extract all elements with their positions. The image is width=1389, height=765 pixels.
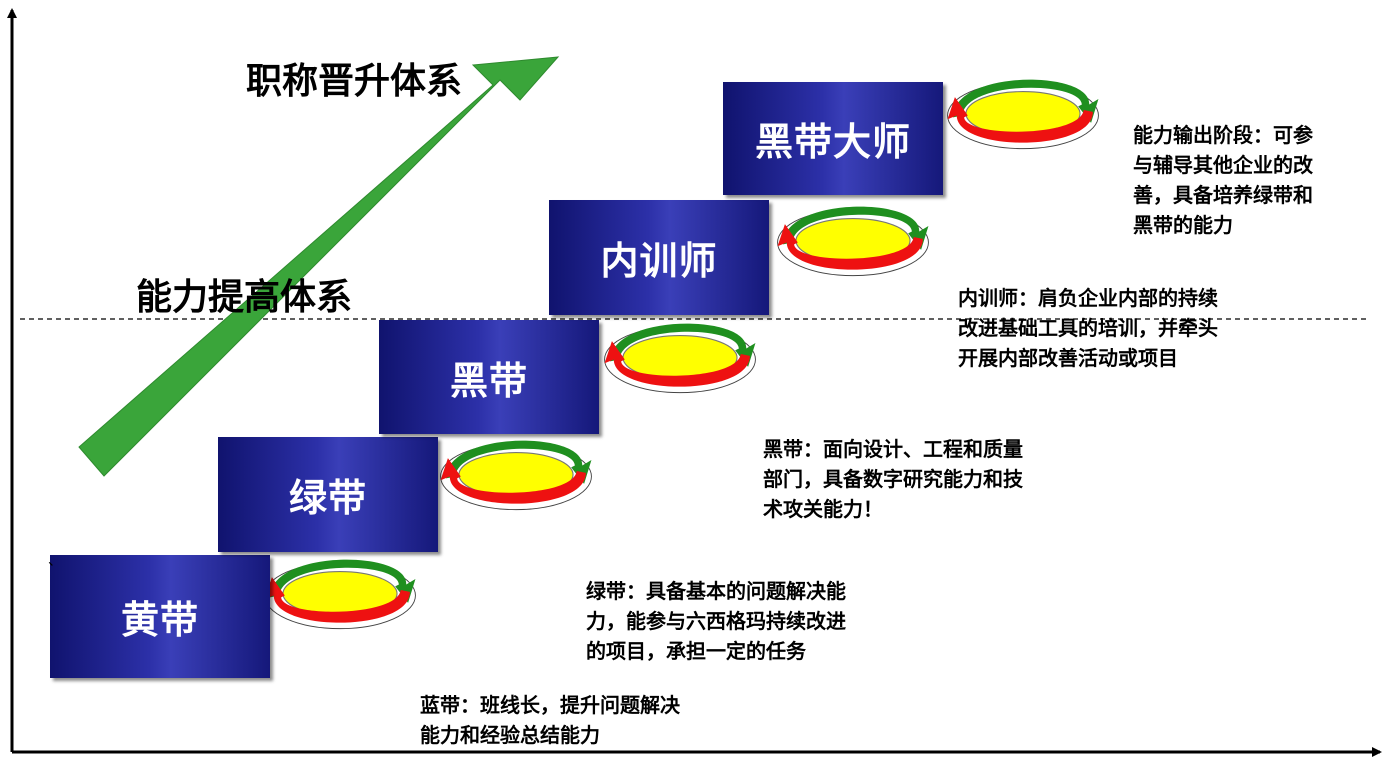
cycle-disc-icon <box>264 559 416 630</box>
level-box-master: 黑带大师 <box>723 82 943 195</box>
level-box-trainer: 内训师 <box>549 200 769 315</box>
level-box-green-belt: 绿带 <box>218 437 438 552</box>
level-label: 绿带 <box>288 476 367 520</box>
trainer-description: 内训师：肩负企业内部的持续 改进基础工具的培训，并牵头 开展内部改善活动或项目 <box>958 286 1218 370</box>
cycle-disc-icon <box>947 79 1099 150</box>
cycle-disc-icon <box>777 206 929 277</box>
master-description: 能力输出阶段：可参 与辅导其他企业的改 善，具备培养绿带和 黑带的能力 <box>1133 123 1313 237</box>
level-box-black-belt: 黑带 <box>379 320 599 434</box>
stray-mark: 、 <box>48 553 62 569</box>
level-label: 内训师 <box>600 239 718 283</box>
cycle-disc-icon <box>440 440 592 511</box>
level-label: 黑带大师 <box>754 120 911 164</box>
up-arrow-icon <box>78 56 560 477</box>
promotion-system-title: 职称晋升体系 <box>246 61 463 102</box>
level-label: 黑带 <box>449 358 528 403</box>
green-belt-description: 绿带：具备基本的问题解决能 力，能参与六西格玛持续改进 的项目，承担一定的任务 <box>586 579 846 663</box>
cycle-disc-icon <box>604 323 756 394</box>
level-label: 黄带 <box>120 598 199 642</box>
black-belt-description: 黑带：面向设计、工程和质量 部门，具备数字研究能力和技 术攻关能力！ <box>763 437 1023 521</box>
level-box-yellow-belt: 黄带 <box>50 555 270 678</box>
capability-system-title: 能力提高体系 <box>136 277 353 318</box>
blue-belt-description: 蓝带：班线长，提升问题解决 能力和经验总结能力 <box>420 693 680 747</box>
